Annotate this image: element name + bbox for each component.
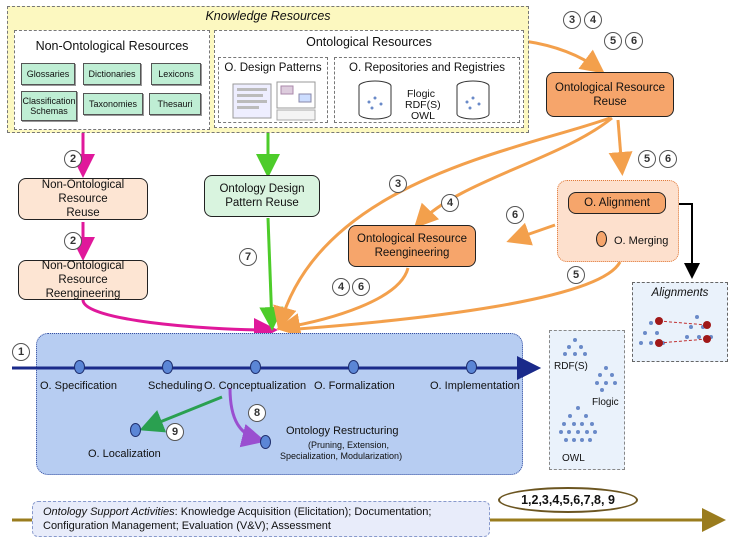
odp-reuse-box: Ontology Design Pattern Reuse bbox=[204, 175, 320, 217]
node-specification bbox=[74, 360, 85, 374]
merging-node bbox=[596, 231, 607, 247]
note-taxonomies: Taxonomies bbox=[83, 93, 143, 115]
num-2b: 2 bbox=[64, 232, 82, 250]
alignments-graph bbox=[639, 315, 713, 347]
ontological-reuse-line2: Reuse bbox=[593, 95, 627, 108]
non-ontological-resources-title: Non-Ontological Resources bbox=[35, 39, 189, 53]
num-1: 1 bbox=[12, 343, 30, 361]
node-localization bbox=[130, 423, 141, 437]
non-ontological-reengineering-box: Non-Ontological Resource Reengineering bbox=[18, 260, 148, 300]
support-line-1: Ontology Support Activities: Knowledge A… bbox=[43, 505, 479, 519]
ontological-reuse-line1: Ontological Resource bbox=[555, 81, 665, 94]
note-lexicons: Lexicons bbox=[151, 63, 201, 85]
label-restructuring-sub1: (Pruning, Extension, bbox=[308, 440, 390, 450]
language-owl: OWL bbox=[562, 453, 585, 464]
repositories-title: O. Repositories and Registries bbox=[349, 62, 505, 74]
num-6-left: 6 bbox=[506, 206, 524, 224]
node-restructuring bbox=[260, 435, 271, 449]
label-implementation: O. Implementation bbox=[430, 380, 520, 392]
alignments-title: Alignments bbox=[651, 287, 709, 299]
alignments-box: Alignments bbox=[632, 282, 728, 362]
ontological-resources-title: Ontological Resources bbox=[306, 35, 432, 49]
development-activities-panel bbox=[36, 333, 523, 475]
note-glossaries: Glossaries bbox=[21, 63, 75, 85]
ontological-reengineering-line2: Reengineering bbox=[374, 247, 450, 259]
knowledge-resources-title: Knowledge Resources bbox=[205, 9, 331, 23]
format-rdfs: RDF(S) bbox=[405, 99, 441, 111]
ontological-reengineering-box: Ontological Resource Reengineering bbox=[348, 225, 476, 267]
num-3-mid: 3 bbox=[389, 175, 407, 193]
odp-reuse-line1: Ontology Design bbox=[219, 183, 305, 195]
node-conceptualization bbox=[250, 360, 261, 374]
non-ontological-reengineering-line2: Reengineering bbox=[45, 288, 121, 300]
num-5-mid: 5 bbox=[638, 150, 656, 168]
rdfs-graph-icon bbox=[563, 338, 587, 356]
num-6-top: 6 bbox=[625, 32, 643, 50]
label-localization: O. Localization bbox=[88, 448, 161, 460]
design-pattern-thumbnail bbox=[232, 81, 316, 121]
note-classification-schemas: Classification Schemas bbox=[21, 91, 77, 121]
num-4-mid: 4 bbox=[441, 194, 459, 212]
label-scheduling: Scheduling bbox=[148, 380, 203, 392]
label-formalization: O. Formalization bbox=[314, 380, 395, 392]
flogic-graph-icon bbox=[595, 366, 617, 392]
note-dictionaries: Dictionaries bbox=[83, 63, 141, 85]
format-flogic: Flogic bbox=[407, 88, 436, 100]
alignment-box: O. Alignment bbox=[568, 192, 666, 214]
num-2a: 2 bbox=[64, 150, 82, 168]
format-owl: OWL bbox=[411, 110, 435, 122]
support-activities-box: Ontology Support Activities: Knowledge A… bbox=[32, 501, 490, 537]
num-4-top: 4 bbox=[584, 11, 602, 29]
design-patterns-title: O. Design Patterns bbox=[224, 62, 322, 74]
owl-graph-icon bbox=[559, 406, 597, 442]
label-conceptualization: O. Conceptualization bbox=[204, 380, 307, 392]
num-5-top: 5 bbox=[604, 32, 622, 50]
num-6-low: 6 bbox=[352, 278, 370, 296]
non-ontological-resources-box: Non-Ontological Resources Glossaries Dic… bbox=[14, 30, 210, 130]
language-rdfs: RDF(S) bbox=[554, 361, 588, 372]
num-3-top: 3 bbox=[563, 11, 581, 29]
support-text-1: : Knowledge Acquisition (Elicitation); D… bbox=[174, 506, 432, 518]
num-5-low: 5 bbox=[567, 266, 585, 284]
num-4-low: 4 bbox=[332, 278, 350, 296]
label-specification: O. Specification bbox=[40, 380, 118, 392]
note-thesauri: Thesauri bbox=[149, 93, 201, 115]
database-icon bbox=[358, 80, 392, 120]
merging-label: O. Merging bbox=[614, 235, 669, 247]
support-text-2: Configuration Management; Evaluation (V&… bbox=[43, 520, 331, 532]
ontological-reengineering-line1: Ontological Resource bbox=[357, 233, 467, 245]
design-patterns-box: O. Design Patterns bbox=[218, 57, 328, 123]
num-7: 7 bbox=[239, 248, 257, 266]
languages-box: RDF(S) Flogic OWL bbox=[549, 330, 625, 470]
non-ontological-reengineering-line1: Non-Ontological Resource bbox=[41, 260, 125, 286]
num-6-mid: 6 bbox=[659, 150, 677, 168]
label-restructuring: Ontology Restructuring bbox=[286, 425, 399, 437]
support-heading: Ontology Support Activities bbox=[43, 506, 175, 518]
non-ontological-reuse-box: Non-Ontological Resource Reuse bbox=[18, 178, 148, 220]
all-numbers-badge: 1,2,3,4,5,6,7,8, 9 bbox=[498, 487, 638, 513]
node-scheduling bbox=[162, 360, 173, 374]
language-flogic: Flogic bbox=[592, 397, 619, 408]
node-formalization bbox=[348, 360, 359, 374]
num-9: 9 bbox=[166, 423, 184, 441]
repositories-box: O. Repositories and Registries Flogic RD… bbox=[334, 57, 520, 123]
non-ontological-reuse-line1: Non-Ontological Resource bbox=[41, 179, 125, 205]
odp-reuse-line2: Pattern Reuse bbox=[225, 197, 299, 209]
num-8: 8 bbox=[248, 404, 266, 422]
label-restructuring-sub2: Specialization, Modularization) bbox=[280, 451, 403, 461]
node-implementation bbox=[466, 360, 477, 374]
database-icon bbox=[456, 80, 490, 120]
non-ontological-reuse-line2: Reuse bbox=[66, 207, 100, 219]
ontological-reuse-box: Ontological Resource Reuse bbox=[546, 72, 674, 117]
